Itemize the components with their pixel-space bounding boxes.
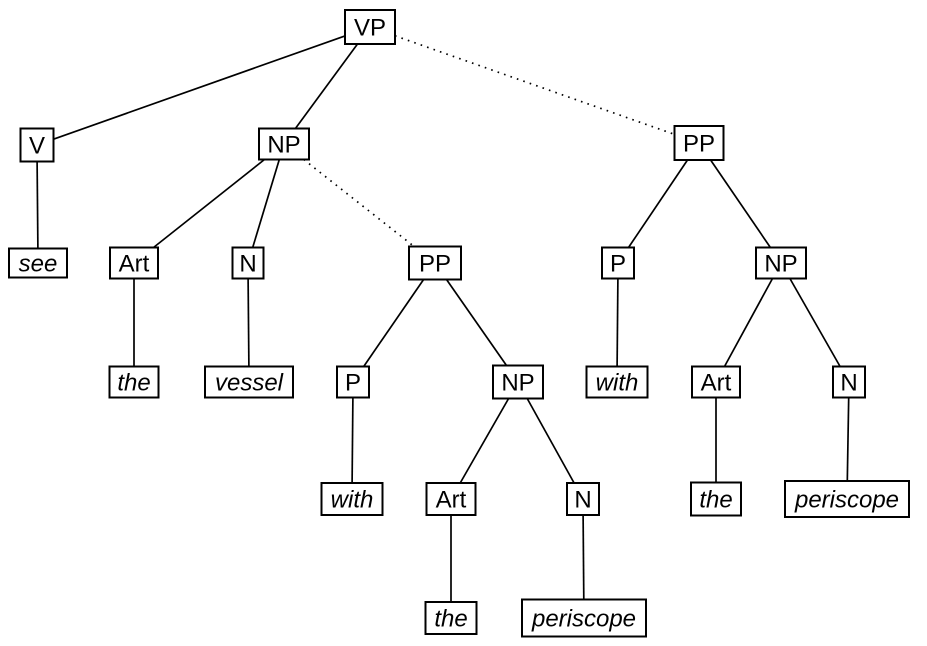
tree-node-box-the1 xyxy=(108,365,160,399)
tree-node-vp: VP xyxy=(344,9,396,45)
tree-node-box-n2 xyxy=(566,482,600,516)
tree-edge-pp1-np2 xyxy=(445,279,508,366)
tree-node-label-the1: the xyxy=(117,370,150,397)
tree-edge-p2-with2 xyxy=(616,278,619,367)
tree-edge-v-see xyxy=(36,161,39,249)
tree-node-np2: NP xyxy=(492,364,544,400)
tree-node-box-np2 xyxy=(492,364,544,400)
tree-node-label-np1: NP xyxy=(267,132,300,159)
tree-node-label-vessel: vessel xyxy=(215,370,284,397)
tree-edge-np2-art2 xyxy=(459,398,510,484)
tree-node-with1: with xyxy=(320,482,384,516)
tree-node-periscope2: periscope xyxy=(521,598,647,638)
tree-node-label-the2: the xyxy=(434,606,467,633)
tree-node-n1: N xyxy=(231,246,265,280)
tree-node-box-see xyxy=(8,247,68,279)
tree-node-label-n1: N xyxy=(239,251,256,278)
tree-node-label-periscope2: periscope xyxy=(531,606,636,633)
tree-node-with2: with xyxy=(585,365,649,399)
tree-node-label-n3: N xyxy=(840,370,857,397)
tree-edge-np3-art3 xyxy=(723,278,774,367)
tree-node-art1: Art xyxy=(109,246,159,280)
tree-node-pp2: PP xyxy=(673,125,725,161)
tree-node-box-art3 xyxy=(691,365,741,399)
tree-node-label-periscope3: periscope xyxy=(794,487,899,514)
tree-edge-np1-art1 xyxy=(152,158,266,249)
tree-node-pp1: PP xyxy=(408,245,462,281)
tree-node-v: V xyxy=(19,127,55,163)
tree-node-box-the3 xyxy=(690,481,742,517)
tree-node-box-art1 xyxy=(109,246,159,280)
tree-edge-pp2-p2 xyxy=(627,159,689,248)
tree-node-box-vp xyxy=(344,9,396,45)
tree-node-box-n3 xyxy=(832,365,866,399)
tree-node-art3: Art xyxy=(691,365,741,399)
tree-node-box-periscope2 xyxy=(521,598,647,638)
tree-node-label-with2: with xyxy=(596,370,639,397)
tree-node-n3: N xyxy=(832,365,866,399)
tree-node-box-with1 xyxy=(320,482,384,516)
tree-node-label-vp: VP xyxy=(354,15,386,42)
tree-node-box-np1 xyxy=(258,127,310,161)
tree-node-label-art3: Art xyxy=(701,370,732,397)
tree-node-label-p1: P xyxy=(345,370,361,397)
tree-node-art2: Art xyxy=(425,482,477,516)
tree-node-label-pp1: PP xyxy=(419,251,451,278)
tree-node-label-p2: P xyxy=(610,251,626,278)
tree-node-label-np2: NP xyxy=(501,370,534,397)
tree-edge-np1-pp1-dotted xyxy=(303,158,415,248)
tree-edge-p1-with1 xyxy=(351,397,354,484)
tree-edge-pp2-np3 xyxy=(709,159,772,248)
tree-node-box-p2 xyxy=(601,246,635,280)
tree-node-periscope3: periscope xyxy=(784,480,910,518)
tree-node-label-v: V xyxy=(29,133,45,160)
tree-node-the3: the xyxy=(690,481,742,517)
tree-node-label-pp2: PP xyxy=(683,131,715,158)
tree-edge-np3-n3 xyxy=(789,278,841,367)
tree-edge-np1-n1 xyxy=(251,159,281,248)
tree-node-see: see xyxy=(8,247,68,279)
tree-node-np1: NP xyxy=(258,127,310,161)
tree-edge-vp-pp2-dotted xyxy=(394,34,675,136)
tree-node-label-np3: NP xyxy=(764,251,797,278)
tree-edge-vp-np1 xyxy=(294,43,359,130)
tree-node-label-art2: Art xyxy=(436,487,467,514)
tree-edge-n2-periscope2 xyxy=(582,514,585,600)
tree-edge-n3-periscope3 xyxy=(846,397,850,482)
tree-node-np3: NP xyxy=(755,246,807,280)
tree-node-box-pp2 xyxy=(673,125,725,161)
tree-node-box-art2 xyxy=(425,482,477,516)
tree-edge-pp1-p1 xyxy=(362,279,425,367)
tree-node-p2: P xyxy=(601,246,635,280)
tree-edge-vp-v xyxy=(53,35,346,141)
tree-edge-n1-vessel xyxy=(247,278,250,367)
tree-node-box-v xyxy=(19,127,55,163)
tree-edge-np2-n2 xyxy=(526,398,575,484)
tree-node-box-vessel xyxy=(204,365,294,399)
tree-node-box-np3 xyxy=(755,246,807,280)
tree-node-box-pp1 xyxy=(408,245,462,281)
tree-node-label-the3: the xyxy=(699,487,732,514)
tree-node-n2: N xyxy=(566,482,600,516)
tree-node-the2: the xyxy=(424,601,478,635)
tree-node-box-n1 xyxy=(231,246,265,280)
tree-node-box-periscope3 xyxy=(784,480,910,518)
tree-node-p1: P xyxy=(336,365,370,399)
tree-node-label-art1: Art xyxy=(119,251,150,278)
tree-node-label-with1: with xyxy=(331,487,374,514)
tree-node-vessel: vessel xyxy=(204,365,294,399)
tree-node-label-see: see xyxy=(19,251,58,278)
tree-node-box-with2 xyxy=(585,365,649,399)
tree-node-box-p1 xyxy=(336,365,370,399)
tree-node-label-n2: N xyxy=(574,487,591,514)
tree-node-box-the2 xyxy=(424,601,478,635)
tree-node-the1: the xyxy=(108,365,160,399)
